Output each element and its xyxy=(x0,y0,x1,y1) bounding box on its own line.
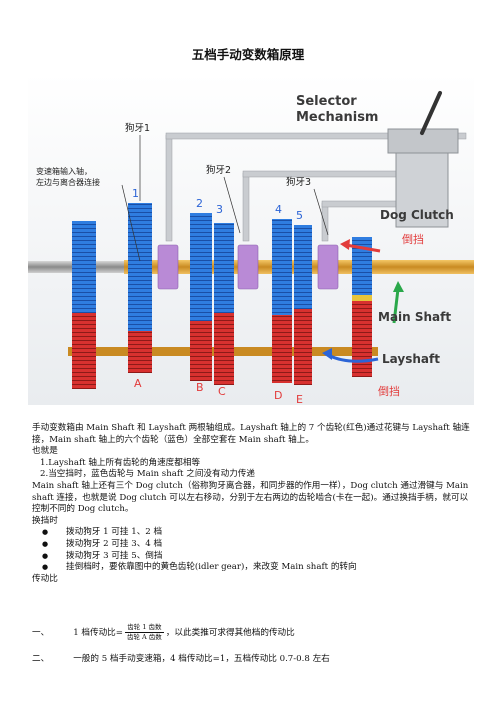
layshaft-label: Layshaft xyxy=(382,352,440,366)
input-shaft-label-1: 变速箱输入轴， xyxy=(36,166,92,176)
paragraph-that-is: 也就是 xyxy=(32,446,58,457)
paragraph-intro: 手动变数箱由 Main Shaft 和 Layshaft 两根轴组成。Laysh… xyxy=(32,423,470,445)
bullet-item: 拨动狗牙 1 可挂 1、2 档 xyxy=(32,527,470,539)
fraction-denominator: 齿轮 A 齿数 xyxy=(126,633,162,641)
gearbox-svg: 狗牙1 狗牙2 狗牙3 变速箱输入轴， 左边与离合器连接 Selector Me… xyxy=(28,73,474,406)
dog-clutches xyxy=(157,244,339,290)
ratio-formula-line: 一、 1 档传动比=齿轮 1 齿数齿轮 A 齿数，以此类推可求得其他档的传动比 xyxy=(32,623,472,642)
last-prefix: 二、 xyxy=(32,654,50,664)
gear-letter-A: A xyxy=(134,377,142,390)
selector-label-1: Selector xyxy=(296,94,357,109)
dog1-label: 狗牙1 xyxy=(125,122,150,134)
paragraph-point-2: 2.当空挡时，蓝色齿轮与 Main shaft 之间没有动力传递 xyxy=(40,469,255,480)
paragraph-dog-clutch: Main shaft 轴上还有三个 Dog clutch（俗称狗牙离合器，和同步… xyxy=(32,480,469,515)
formula-suffix: ，以此类推可求得其他档的传动比 xyxy=(165,628,295,638)
paragraph-ratio-heading: 传动比 xyxy=(32,573,58,584)
gear-letter-E: E xyxy=(296,393,303,405)
bullet-item: 拨动狗牙 2 可挂 3、4 档 xyxy=(32,539,470,551)
input-shaft-label-2: 左边与离合器连接 xyxy=(36,177,100,187)
last-text: 一般的 5 档手动变速箱，4 档传动比=1，五档传动比 0.7-0.8 左右 xyxy=(73,654,330,664)
gear-number-2: 2 xyxy=(196,197,203,210)
formula-prefix: 一、 xyxy=(32,628,50,638)
gear-number-3: 3 xyxy=(216,203,223,216)
ratio-fraction: 齿轮 1 齿数齿轮 A 齿数 xyxy=(124,623,164,642)
body-text: 手动变数箱由 Main Shaft 和 Layshaft 两根轴组成。Laysh… xyxy=(32,423,470,585)
reverse-bottom-label: 倒挡 xyxy=(378,384,400,398)
selector-mechanism xyxy=(387,91,459,228)
reverse-top-label: 倒挡 xyxy=(402,232,424,246)
formula-text: 1 档传动比= xyxy=(73,628,123,638)
gearbox-diagram: 狗牙1 狗牙2 狗牙3 变速箱输入轴， 左边与离合器连接 Selector Me… xyxy=(28,73,474,406)
five-speed-ratio-line: 二、 一般的 5 档手动变速箱，4 档传动比=1，五档传动比 0.7-0.8 左右 xyxy=(32,652,472,664)
selector-label-2: Mechanism xyxy=(296,110,378,125)
selector-rods xyxy=(165,132,467,242)
paragraph-point-1: 1.Layshaft 轴上所有齿轮的角速度都相等 xyxy=(40,457,201,468)
main-shaft-gears xyxy=(72,203,372,331)
dog3-label: 狗牙3 xyxy=(286,176,311,188)
bullet-item: 挂倒档时，要依靠图中的黄色齿轮(idler gear)，来改变 Main sha… xyxy=(32,562,470,574)
shift-bullet-list: 拨动狗牙 1 可挂 1、2 档 拨动狗牙 2 可挂 3、4 档 拨动狗牙 3 可… xyxy=(32,527,470,573)
gear-letter-D: D xyxy=(274,389,282,402)
callout-lines xyxy=(121,135,329,262)
paragraph-shifting: 换挡时 xyxy=(32,515,58,526)
fraction-numerator: 齿轮 1 齿数 xyxy=(124,623,164,633)
idler-gear xyxy=(352,295,372,301)
main-shaft-arrowhead xyxy=(393,281,404,292)
page-title: 五档手动变数箱原理 xyxy=(191,47,305,62)
gear-number-5: 5 xyxy=(296,209,303,222)
bullet-item: 拨动狗牙 3 可挂 5、倒挡 xyxy=(32,551,470,563)
gear-letter-C: C xyxy=(218,385,226,398)
main-shaft-label: Main Shaft xyxy=(378,310,451,324)
dog-clutch-arrowhead xyxy=(340,239,350,250)
dog-clutch-label: Dog Clutch xyxy=(380,208,454,222)
layshaft-arrowhead xyxy=(322,348,332,360)
gear-number-4: 4 xyxy=(275,203,282,216)
layshaft-gears xyxy=(72,299,372,389)
gear-letter-B: B xyxy=(196,381,204,394)
dog2-label: 狗牙2 xyxy=(206,164,231,176)
gear-number-1: 1 xyxy=(132,187,139,200)
